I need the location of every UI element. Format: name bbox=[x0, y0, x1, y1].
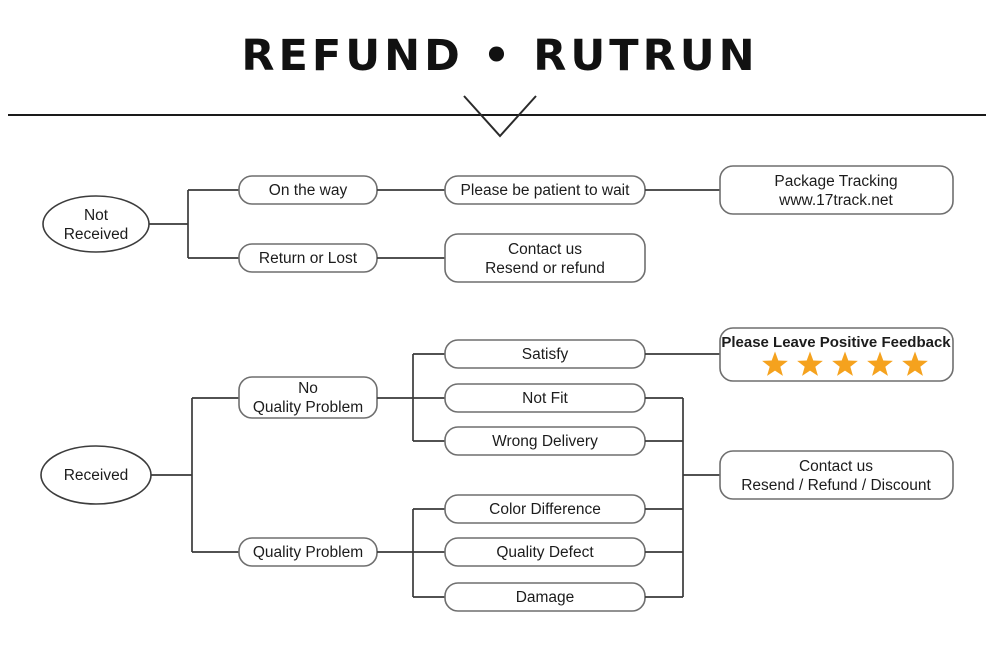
node-please-be-patient-label: Please be patient to wait bbox=[461, 182, 631, 199]
node-received-label: Received bbox=[64, 467, 129, 484]
star-icon[interactable] bbox=[762, 351, 788, 376]
node-wrong-delivery-label: Wrong Delivery bbox=[492, 433, 598, 450]
node-no-quality-problem-line1: No bbox=[298, 380, 318, 397]
star-icon[interactable] bbox=[902, 351, 928, 376]
node-positive-feedback-label: Please Leave Positive Feedback bbox=[721, 334, 951, 351]
node-contact-resolution-line2: Resend / Refund / Discount bbox=[741, 477, 931, 494]
node-quality-defect-label: Quality Defect bbox=[496, 544, 594, 561]
node-contact-resend-refund[interactable] bbox=[444, 233, 646, 283]
node-package-tracking-line1: Package Tracking bbox=[774, 173, 897, 190]
rating-stars[interactable] bbox=[762, 351, 928, 376]
star-icon[interactable] bbox=[832, 351, 858, 376]
node-on-the-way-label: On the way bbox=[269, 182, 348, 199]
star-icon[interactable] bbox=[867, 351, 893, 376]
page-title: REFUND • RUTRUN bbox=[241, 31, 758, 81]
node-package-tracking-line2: www.17track.net bbox=[778, 192, 893, 209]
node-return-or-lost-label: Return or Lost bbox=[259, 250, 358, 267]
node-color-difference-label: Color Difference bbox=[489, 501, 601, 518]
node-contact-resend-refund-line1: Contact us bbox=[508, 241, 582, 258]
node-satisfy-label: Satisfy bbox=[522, 346, 569, 363]
node-no-quality-problem-line2: Quality Problem bbox=[253, 399, 363, 416]
node-damage-label: Damage bbox=[516, 589, 575, 606]
node-package-tracking[interactable] bbox=[719, 165, 954, 215]
node-not-received-line1: Not bbox=[84, 207, 109, 224]
node-contact-resolution[interactable] bbox=[719, 450, 954, 500]
chevron-down-icon bbox=[463, 95, 537, 138]
star-icon[interactable] bbox=[797, 351, 823, 376]
node-not-received-line2: Received bbox=[64, 226, 129, 243]
node-contact-resend-refund-line2: Resend or refund bbox=[485, 260, 605, 277]
node-not-fit-label: Not Fit bbox=[522, 390, 568, 407]
node-contact-resolution-line1: Contact us bbox=[799, 458, 873, 475]
node-quality-problem-label: Quality Problem bbox=[253, 544, 363, 561]
